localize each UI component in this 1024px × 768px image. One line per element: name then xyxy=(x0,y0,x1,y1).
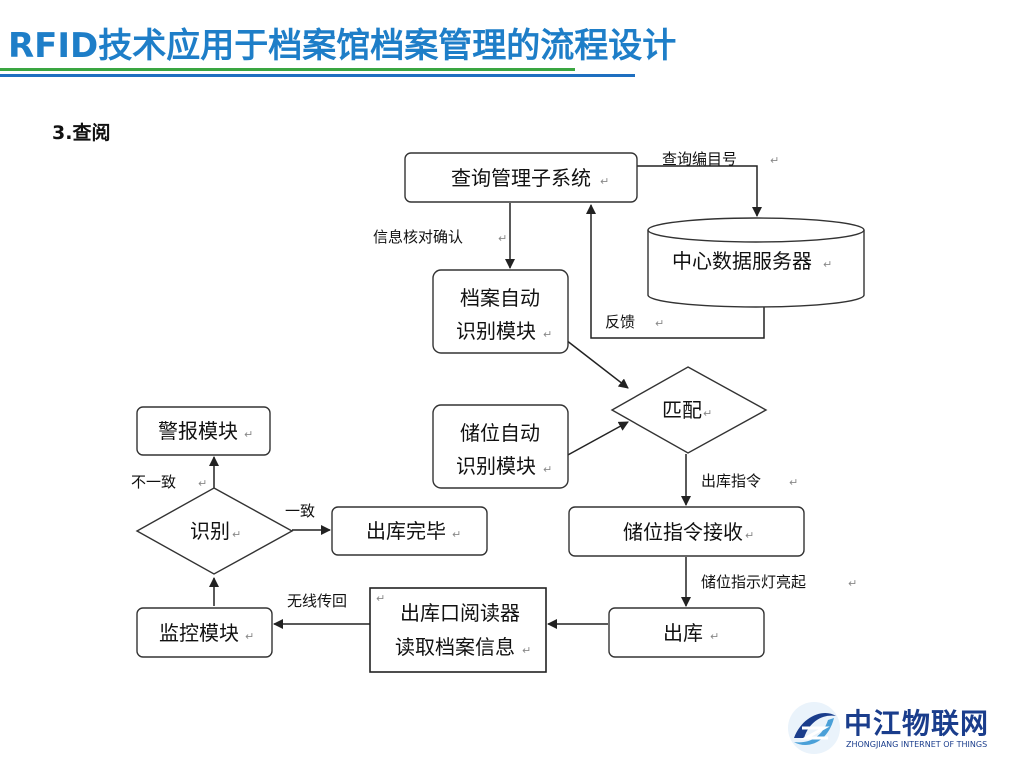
node-storage-command: 储位指令接收 ↵ xyxy=(568,506,805,557)
node-checkout-done: 出库完毕 ↵ xyxy=(331,506,488,556)
arrow-archive-rfid-to-match xyxy=(565,339,629,389)
logo-subtitle: ZHONGJIANG INTERNET OF THINGS xyxy=(846,740,988,749)
flowchart: 查询管理子系统 ↵ 中心数据服务器 ↵ 档案自动 识别模块 ↵ 匹配 ↵ 储位自… xyxy=(131,150,865,673)
node-gate-reader: 出库口阅读器 读取档案信息 ↵ ↵ xyxy=(369,587,547,673)
node-alarm-module-label: 警报模块 xyxy=(158,419,238,443)
node-gate-reader-line1: 出库口阅读器 xyxy=(400,601,520,625)
edge-label-query-catalog: 查询编目号 xyxy=(662,150,737,168)
node-alarm-module: 警报模块 ↵ xyxy=(136,406,271,456)
logo-swirl-icon xyxy=(788,702,840,754)
node-query-subsystem-label: 查询管理子系统 xyxy=(451,166,591,190)
edge-label-mismatch: 不一致 xyxy=(131,473,176,491)
company-logo: 中江物联网 ZHONGJIANG INTERNET OF THINGS xyxy=(784,696,1014,760)
node-storage-rfid-line2: 识别模块 xyxy=(456,454,536,478)
arrow-storage-rfid-to-match xyxy=(565,421,629,457)
node-match-label: 匹配 xyxy=(662,398,702,422)
node-central-server-label: 中心数据服务器 xyxy=(672,249,812,273)
node-storage-command-label: 储位指令接收 xyxy=(623,520,743,544)
return-mark: ↵ xyxy=(245,630,254,643)
node-query-subsystem: 查询管理子系统 ↵ xyxy=(404,152,638,203)
node-archive-rfid-line1: 档案自动 xyxy=(460,286,540,310)
node-identify: 识别 ↵ xyxy=(135,487,294,575)
node-monitor-module-label: 监控模块 xyxy=(159,621,239,645)
return-mark: ↵ xyxy=(823,258,832,271)
edge-label-wireless-return: 无线传回 xyxy=(287,592,347,610)
title-underline-blue xyxy=(0,74,635,77)
node-checkout-done-label: 出库完毕 xyxy=(366,519,446,543)
return-mark: ↵ xyxy=(244,428,253,441)
return-mark: ↵ xyxy=(198,477,207,490)
node-checkout: 出库 ↵ xyxy=(608,607,765,658)
arrow-subsystem-to-server xyxy=(636,165,762,217)
return-mark: ↵ xyxy=(770,154,779,167)
node-archive-rfid: 档案自动 识别模块 ↵ xyxy=(432,269,569,354)
edge-label-storage-light-on: 储位指示灯亮起 xyxy=(701,573,806,591)
return-mark: ↵ xyxy=(232,528,241,541)
node-checkout-label: 出库 xyxy=(663,621,703,645)
node-archive-rfid-line2: 识别模块 xyxy=(456,319,536,343)
node-central-server: 中心数据服务器 ↵ xyxy=(647,217,865,308)
node-monitor-module: 监控模块 ↵ xyxy=(136,607,273,658)
return-mark: ↵ xyxy=(703,407,712,420)
slide-title: RFID技术应用于档案馆档案管理的流程设计 xyxy=(8,26,677,66)
edge-label-checkout-command: 出库指令 xyxy=(701,472,761,490)
return-mark: ↵ xyxy=(498,232,507,245)
edge-label-match-ok: 一致 xyxy=(285,502,315,520)
return-mark: ↵ xyxy=(543,328,552,341)
return-mark: ↵ xyxy=(710,630,719,643)
return-mark: ↵ xyxy=(745,529,754,542)
return-mark: ↵ xyxy=(848,577,857,590)
title-underline-green xyxy=(0,68,575,71)
node-storage-rfid-line1: 储位自动 xyxy=(460,421,540,445)
logo-name: 中江物联网 xyxy=(844,707,990,740)
return-mark: ↵ xyxy=(522,644,531,657)
node-storage-rfid: 储位自动 识别模块 ↵ xyxy=(432,404,569,489)
return-mark: ↵ xyxy=(376,592,385,605)
edge-label-feedback: 反馈 xyxy=(605,313,635,331)
node-identify-label: 识别 xyxy=(190,519,230,543)
return-mark: ↵ xyxy=(655,317,664,330)
return-mark: ↵ xyxy=(543,463,552,476)
return-mark: ↵ xyxy=(789,476,798,489)
edge-label-info-verify: 信息核对确认 xyxy=(373,228,463,246)
arrow-feedback xyxy=(586,204,765,339)
node-gate-reader-line2: 读取档案信息 xyxy=(395,635,515,659)
return-mark: ↵ xyxy=(600,175,609,188)
node-match: 匹配 ↵ xyxy=(610,366,768,454)
return-mark: ↵ xyxy=(452,528,461,541)
section-label: 3.查阅 xyxy=(52,122,111,144)
